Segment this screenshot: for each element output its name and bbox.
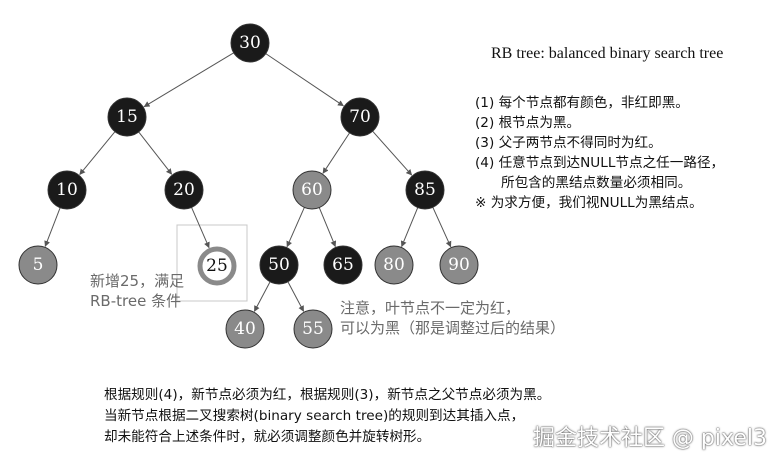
node-circle-65 bbox=[323, 245, 363, 285]
node-label-80: 80 bbox=[383, 255, 405, 275]
node-circle-60 bbox=[292, 170, 332, 210]
edge-70-85 bbox=[372, 130, 413, 176]
watermark: 掘金技术社区 @ pixel3 bbox=[532, 426, 767, 451]
node-circle-55 bbox=[293, 309, 333, 349]
tree-node-85: 85 bbox=[405, 170, 445, 210]
edge-60-65 bbox=[318, 207, 337, 248]
node-circle-80 bbox=[374, 245, 414, 285]
tree-node-5: 5 bbox=[18, 245, 58, 285]
tree-node-70: 70 bbox=[340, 97, 380, 137]
edge-20-25 bbox=[191, 207, 210, 249]
tree-node-55: 55 bbox=[293, 309, 333, 349]
node-circle-5 bbox=[18, 245, 58, 285]
edge-10-5 bbox=[44, 207, 61, 247]
node-circle-70 bbox=[340, 97, 380, 137]
leaf-note-line-1: 注意，叶节点不一定为红， bbox=[340, 299, 520, 317]
tree-node-10: 10 bbox=[47, 170, 87, 210]
node-label-65: 65 bbox=[332, 255, 354, 275]
tree-node-15: 15 bbox=[107, 97, 147, 137]
rule-4: (4) 任意节点到达NULL节点之任一路径， bbox=[475, 155, 725, 171]
explanation-line-3: 却未能符合上述条件时，就必须调整颜色并旋转树形。 bbox=[104, 429, 431, 445]
node-circle-85 bbox=[405, 170, 445, 210]
rule-3: (3) 父子两节点不得同时为红。 bbox=[475, 135, 662, 151]
edge-85-90 bbox=[432, 207, 452, 248]
node-label-15: 15 bbox=[116, 107, 138, 127]
diagram-title: RB tree: balanced binary search tree bbox=[491, 45, 724, 62]
node-label-25: 25 bbox=[206, 256, 228, 276]
explanation-text: 根据规则(4)，新节点必须为红，根据规则(3)，新节点之父节点必须为黑。 当新节… bbox=[104, 385, 550, 448]
leaf-note-line-2: 可以为黑（那是调整过后的结果） bbox=[340, 319, 565, 337]
node-label-30: 30 bbox=[239, 33, 261, 53]
new-node-highlight-box bbox=[176, 224, 248, 302]
tree-node-50: 50 bbox=[259, 245, 299, 285]
node-label-50: 50 bbox=[268, 255, 290, 275]
explanation-line-2: 当新节点根据二叉搜索树(binary search tree)的规则到达其插入点… bbox=[104, 408, 525, 424]
node-circle-25 bbox=[197, 246, 237, 286]
tree-node-30: 30 bbox=[230, 23, 270, 63]
node-circle-10 bbox=[47, 170, 87, 210]
edge-70-60 bbox=[322, 132, 350, 174]
node-label-60: 60 bbox=[301, 180, 323, 200]
node-circle-50 bbox=[259, 245, 299, 285]
edge-15-10 bbox=[79, 131, 116, 176]
tree-node-80: 80 bbox=[374, 245, 414, 285]
tree-node-65: 65 bbox=[323, 245, 363, 285]
node-circle-90 bbox=[439, 245, 479, 285]
node-label-40: 40 bbox=[234, 319, 256, 339]
node-label-10: 10 bbox=[56, 180, 78, 200]
tree-node-90: 90 bbox=[439, 245, 479, 285]
tree-node-20: 20 bbox=[164, 170, 204, 210]
rule-4-continued: 所包含的黑结点数量必须相同。 bbox=[501, 175, 692, 191]
tree-nodes: 30 15 70 10 20 60 85 5 25 50 65 80 90 40 55 bbox=[18, 23, 479, 349]
edge-15-20 bbox=[138, 131, 173, 175]
node-label-20: 20 bbox=[173, 180, 195, 200]
edge-60-50 bbox=[286, 207, 305, 248]
rule-2: (2) 根节点为黑。 bbox=[475, 115, 581, 131]
new-node-note-line-1: 新增25，满足 bbox=[90, 272, 184, 290]
node-circle-40 bbox=[225, 309, 265, 349]
edge-50-55 bbox=[287, 281, 305, 312]
new-node-note-line-2: RB-tree 条件 bbox=[90, 292, 181, 310]
tree-node-40: 40 bbox=[225, 309, 265, 349]
edge-50-40 bbox=[253, 281, 271, 312]
edge-85-80 bbox=[400, 207, 419, 248]
tree-node-25: 25 bbox=[197, 246, 237, 286]
node-circle-20 bbox=[164, 170, 204, 210]
rule-note: ※ 为求方便，我们视NULL为黑结点。 bbox=[475, 195, 703, 211]
tree-node-60: 60 bbox=[292, 170, 332, 210]
edge-30-70 bbox=[265, 53, 344, 107]
rule-1: (1) 每个节点都有颜色，非红即黑。 bbox=[475, 95, 689, 111]
node-label-85: 85 bbox=[414, 180, 436, 200]
rb-tree-rules: (1) 每个节点都有颜色，非红即黑。 (2) 根节点为黑。 (3) 父子两节点不… bbox=[475, 93, 724, 213]
node-label-55: 55 bbox=[302, 319, 324, 339]
tree-edges bbox=[44, 52, 452, 312]
node-circle-15 bbox=[107, 97, 147, 137]
explanation-line-1: 根据规则(4)，新节点必须为红，根据规则(3)，新节点之父节点必须为黑。 bbox=[104, 387, 551, 403]
edge-30-15 bbox=[143, 52, 234, 108]
node-circle-30 bbox=[230, 23, 270, 63]
node-label-90: 90 bbox=[448, 255, 470, 275]
node-label-5: 5 bbox=[33, 255, 44, 275]
node-label-70: 70 bbox=[349, 107, 371, 127]
